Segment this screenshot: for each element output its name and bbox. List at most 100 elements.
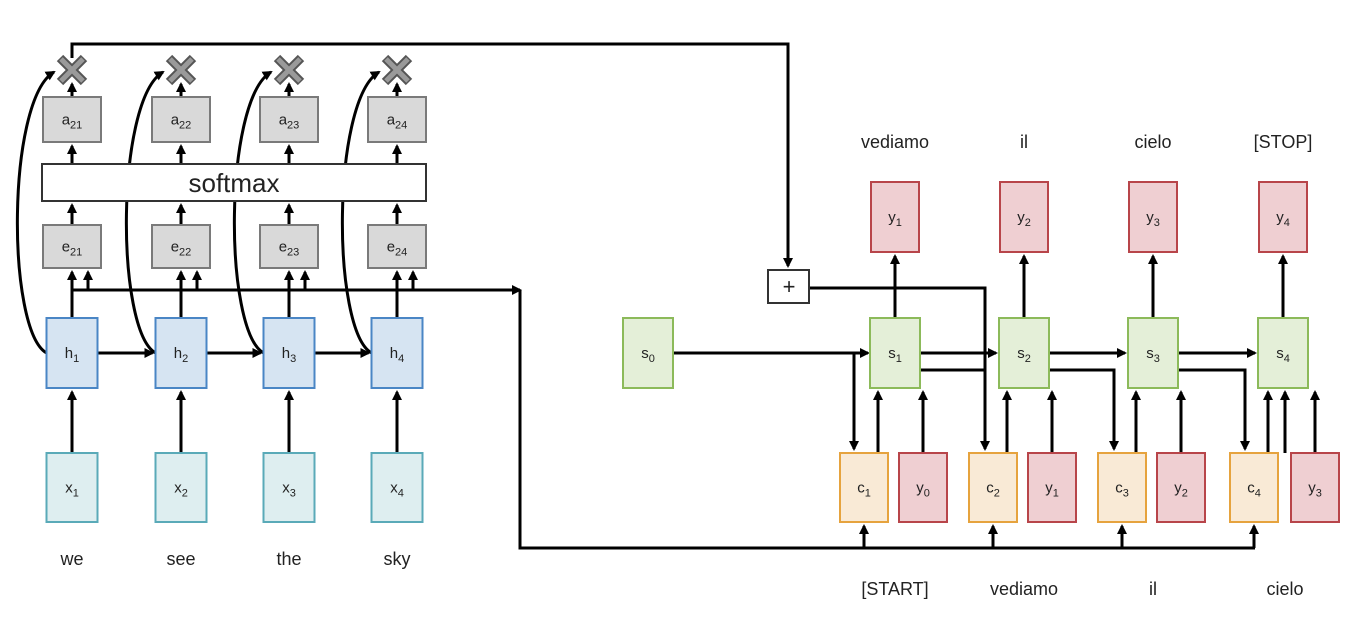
y-input-node-box (898, 452, 948, 523)
c-node: c1 (839, 452, 889, 523)
e-node-box (367, 224, 427, 269)
e-node-box (259, 224, 319, 269)
h-to-multiply-curve (232, 70, 273, 355)
input-word: the (276, 549, 301, 569)
y-output-node-box (1128, 181, 1178, 253)
a-node-box (367, 96, 427, 143)
h-to-multiply-curve (340, 70, 381, 355)
a-node: a22 (151, 96, 211, 143)
h-node-box (262, 317, 316, 389)
c-node: c2 (968, 452, 1018, 523)
y-output-node-box (999, 181, 1049, 253)
h-node-label: h2 (174, 345, 188, 365)
softmax-layer: softmax (41, 163, 427, 202)
a-node-label: a23 (279, 112, 300, 132)
softmax-label: softmax (188, 168, 279, 198)
y-input-node-label: y2 (1174, 480, 1188, 500)
a-node: a21 (42, 96, 102, 143)
x-node: x2 (154, 452, 208, 523)
a-node-label: a22 (171, 112, 192, 132)
input-word: we (59, 549, 83, 569)
s0-node: s0 (622, 317, 674, 389)
e-node-label: e24 (387, 239, 408, 259)
sum-to-c2-arrow (810, 286, 990, 451)
s-node-label: s3 (1146, 345, 1160, 365)
y-output-node-label: y2 (1017, 209, 1031, 229)
encoder-to-decoder-bus (518, 290, 1255, 550)
input-word: sky (384, 549, 411, 569)
y-input-node: y2 (1156, 452, 1206, 523)
s-node-box (1127, 317, 1179, 389)
decoder-input-word: [START] (861, 579, 928, 599)
y-output-node-label: y1 (888, 209, 902, 229)
y-input-node-box (1027, 452, 1077, 523)
h-to-multiply-curve (124, 70, 165, 355)
multiply-icon (381, 54, 413, 86)
y-input-node-label: y3 (1308, 480, 1322, 500)
y-output-node-box (870, 181, 920, 253)
s-node-label: s4 (1276, 345, 1290, 365)
h-node-label: h3 (282, 345, 296, 365)
x-node-box (370, 452, 424, 523)
s-node-box (869, 317, 921, 389)
y-input-node-box (1156, 452, 1206, 523)
s-node-label: s2 (1017, 345, 1031, 365)
c-node-label: c1 (857, 480, 871, 500)
a-node-box (42, 96, 102, 143)
s-node-label: s1 (888, 345, 902, 365)
e-node-label: e22 (171, 239, 192, 259)
h-node-label: h4 (390, 345, 404, 365)
c-node-box (1229, 452, 1279, 523)
s-node: s2 (998, 317, 1050, 389)
y-input-node: y0 (898, 452, 948, 523)
s-node-box (1257, 317, 1309, 389)
s-node-box (998, 317, 1050, 389)
y-input-node-label: y0 (916, 480, 930, 500)
e-node: e23 (259, 224, 319, 269)
h-node: h2 (154, 317, 208, 389)
decoder-input-word: il (1149, 579, 1157, 599)
a-node-box (259, 96, 319, 143)
decoder-input-word: vediamo (990, 579, 1058, 599)
e-node: e21 (42, 224, 102, 269)
s-node: s1 (869, 317, 921, 389)
c-node-box (839, 452, 889, 523)
h-to-multiply-curve (15, 70, 56, 355)
h-node-box (45, 317, 99, 389)
y-input-node: y3 (1290, 452, 1340, 523)
multiply-icon (165, 54, 197, 86)
h-node-label: h1 (65, 345, 79, 365)
s-node: s4 (1257, 317, 1309, 389)
a-node: a24 (367, 96, 427, 143)
c-node-box (968, 452, 1018, 523)
s-node: s3 (1127, 317, 1179, 389)
a-node-label: a24 (387, 112, 408, 132)
y-input-node-box (1290, 452, 1340, 523)
s3-to-c4-arrow (1179, 368, 1250, 451)
y-output-node: y4 (1258, 181, 1308, 253)
h-node: h3 (262, 317, 316, 389)
y-output-node: y3 (1128, 181, 1178, 253)
c-node-label: c4 (1247, 480, 1261, 500)
a-node-box (151, 96, 211, 143)
x-node: x4 (370, 452, 424, 523)
c-node-box (1097, 452, 1147, 523)
decoder-input-word: cielo (1266, 579, 1303, 599)
c-node-label: c2 (986, 480, 1000, 500)
x-node-label: x1 (65, 480, 79, 500)
e-node-label: e23 (279, 239, 300, 259)
sum-node: + (767, 269, 810, 304)
e-node: e24 (367, 224, 427, 269)
x-node: x1 (45, 452, 99, 523)
y-output-node-label: y4 (1276, 209, 1290, 229)
x-node-label: x4 (390, 480, 404, 500)
x-node-box (154, 452, 208, 523)
c-node-label: c3 (1115, 480, 1129, 500)
a-node-label: a21 (62, 112, 83, 132)
y-output-node-box (1258, 181, 1308, 253)
y-input-node-label: y1 (1045, 480, 1059, 500)
y-input-node: y1 (1027, 452, 1077, 523)
s0-node-box (622, 317, 674, 389)
